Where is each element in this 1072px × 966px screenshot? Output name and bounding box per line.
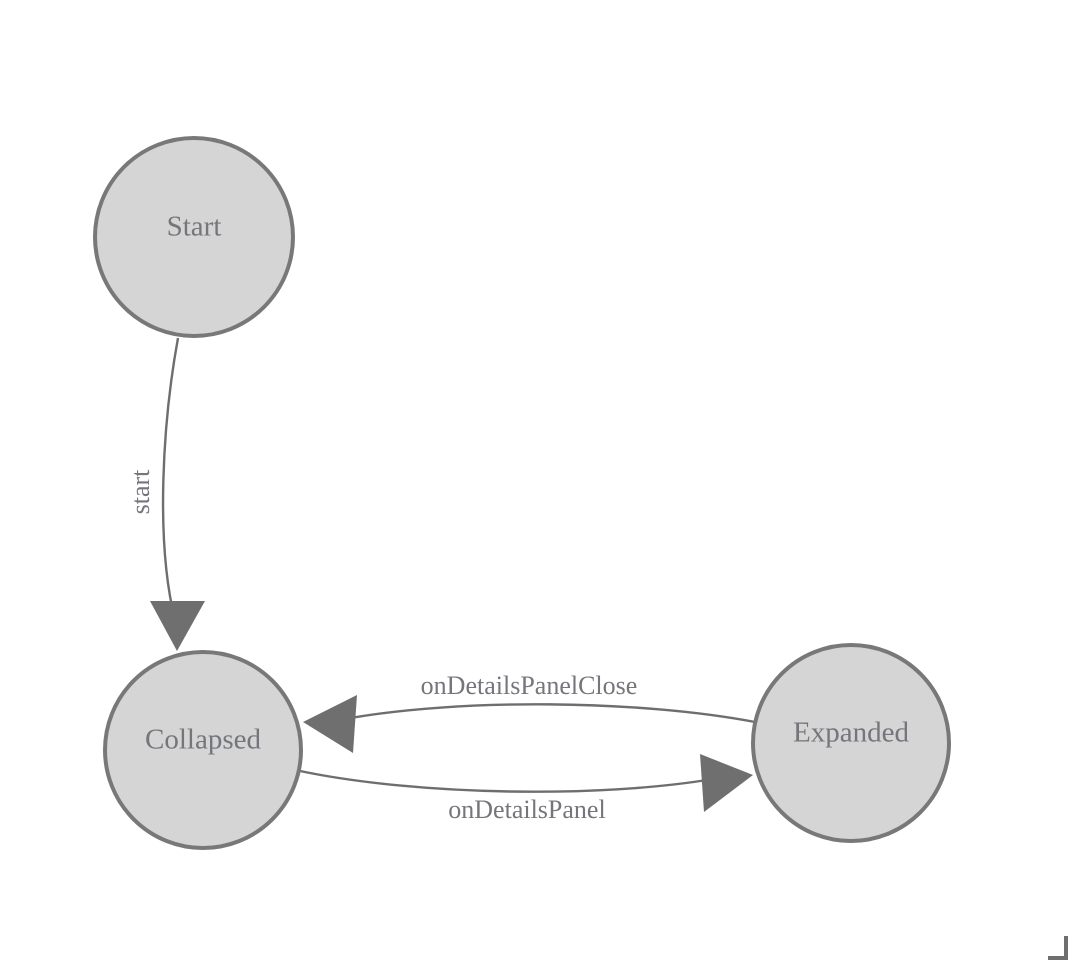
resize-handle[interactable] [1048,936,1068,960]
edge-path-expanded-to-collapsed [344,703,756,724]
edge-group: start onDetailsPanelClose onDetailsPanel [126,337,756,824]
edge-label-on-details-panel-close: onDetailsPanelClose [421,671,638,700]
edge-label-on-details-panel: onDetailsPanel [448,795,605,824]
arrowhead-left-icon [303,695,357,753]
node-expanded[interactable]: Expanded [751,643,951,843]
node-start[interactable]: Start [93,136,295,338]
node-collapsed[interactable]: Collapsed [103,650,303,850]
edge-expanded-to-collapsed[interactable]: onDetailsPanelClose [303,671,756,753]
node-start-label: Start [167,211,222,243]
edge-path-start-to-collapsed [161,337,180,621]
arrowhead-down-icon [150,601,205,651]
node-start-circle [93,136,295,338]
edge-label-start: start [126,469,155,515]
node-collapsed-label: Collapsed [145,724,261,756]
edge-start-to-collapsed[interactable]: start [126,337,205,651]
arrowhead-right-icon [700,754,753,812]
edge-collapsed-to-expanded[interactable]: onDetailsPanel [299,754,753,824]
node-expanded-circle [751,643,951,843]
node-group: Start Collapsed Expanded [93,136,951,850]
node-collapsed-circle [103,650,303,850]
node-expanded-label: Expanded [793,717,909,749]
edge-path-collapsed-to-expanded [299,769,714,793]
